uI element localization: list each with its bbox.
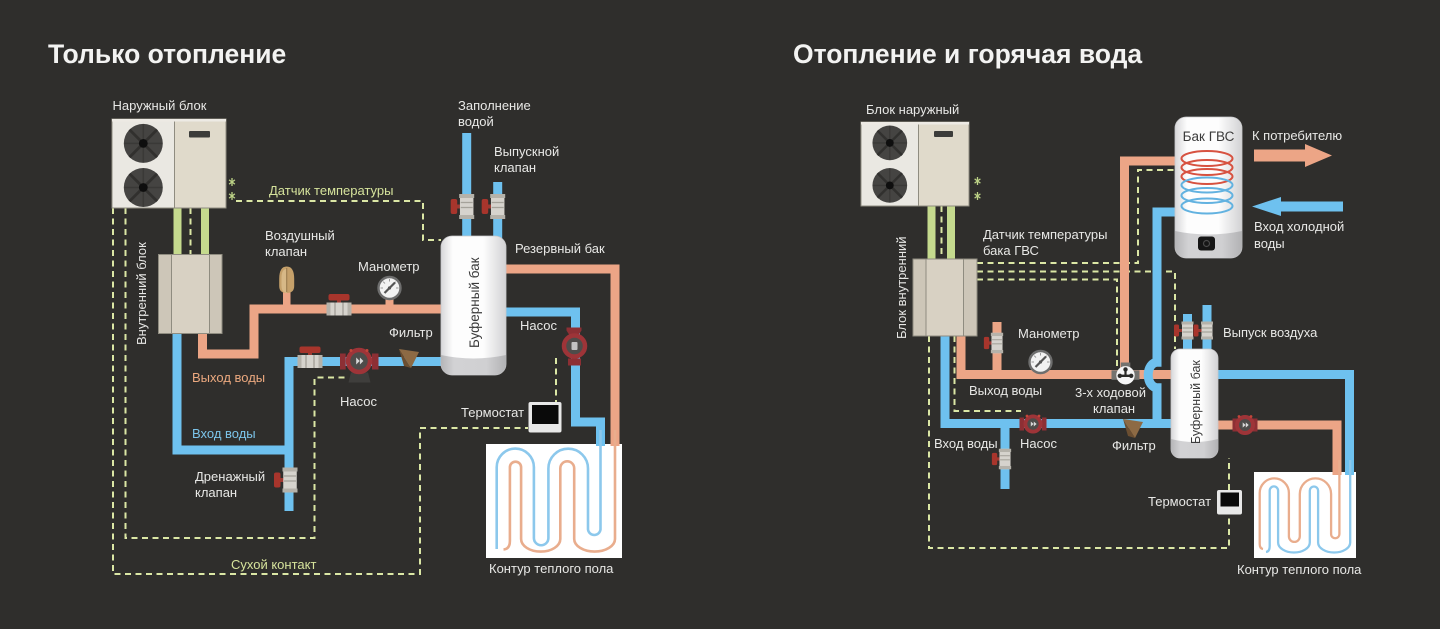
svg-text:Блок внутренний: Блок внутренний <box>894 236 909 339</box>
svg-text:Датчик температуры: Датчик температуры <box>269 183 393 198</box>
svg-text:Вход воды: Вход воды <box>192 426 256 441</box>
svg-text:клапан: клапан <box>1093 401 1135 416</box>
svg-text:Насос: Насос <box>340 394 377 409</box>
svg-text:клапан: клапан <box>265 244 307 259</box>
svg-text:Насос: Насос <box>520 318 557 333</box>
svg-text:Воздушный: Воздушный <box>265 228 335 243</box>
svg-text:Манометр: Манометр <box>358 259 420 274</box>
svg-text:воды: воды <box>1254 236 1285 251</box>
svg-text:Датчик температуры: Датчик температуры <box>983 227 1107 242</box>
svg-text:бака ГВС: бака ГВС <box>983 243 1039 258</box>
svg-text:К потребителю: К потребителю <box>1252 128 1342 143</box>
svg-text:Термостат: Термостат <box>461 405 524 420</box>
svg-text:Буферный бак: Буферный бак <box>1189 360 1203 444</box>
svg-text:Бак ГВС: Бак ГВС <box>1183 129 1235 144</box>
svg-text:Термостат: Термостат <box>1148 494 1211 509</box>
svg-text:водой: водой <box>458 114 494 129</box>
svg-text:Вход воды: Вход воды <box>934 436 998 451</box>
svg-text:Отопление и горячая вода: Отопление и горячая вода <box>793 39 1142 69</box>
svg-text:Выход воды: Выход воды <box>192 370 265 385</box>
svg-text:Выход воды: Выход воды <box>969 383 1042 398</box>
svg-text:Контур теплого пола: Контур теплого пола <box>489 561 614 576</box>
svg-text:клапан: клапан <box>494 160 536 175</box>
svg-text:3-х ходовой: 3-х ходовой <box>1075 385 1146 400</box>
svg-text:Сухой контакт: Сухой контакт <box>231 557 316 572</box>
svg-text:Только отопление: Только отопление <box>48 39 286 69</box>
svg-text:Фильтр: Фильтр <box>389 325 433 340</box>
svg-text:Заполнение: Заполнение <box>458 98 531 113</box>
svg-text:Контур теплого пола: Контур теплого пола <box>1237 562 1362 577</box>
svg-text:Манометр: Манометр <box>1018 326 1080 341</box>
svg-text:Буферный бак: Буферный бак <box>467 257 482 348</box>
svg-text:Наружный блок: Наружный блок <box>113 98 207 113</box>
svg-text:Резервный бак: Резервный бак <box>515 241 605 256</box>
svg-text:Вход холодной: Вход холодной <box>1254 219 1344 234</box>
svg-text:Дренажный: Дренажный <box>195 469 265 484</box>
svg-text:Блок наружный: Блок наружный <box>866 102 959 117</box>
svg-text:Фильтр: Фильтр <box>1112 438 1156 453</box>
svg-text:Выпуск воздуха: Выпуск воздуха <box>1223 325 1318 340</box>
svg-text:Выпускной: Выпускной <box>494 144 559 159</box>
svg-text:Насос: Насос <box>1020 436 1057 451</box>
svg-text:Внутренний блок: Внутренний блок <box>134 242 149 345</box>
svg-text:клапан: клапан <box>195 485 237 500</box>
